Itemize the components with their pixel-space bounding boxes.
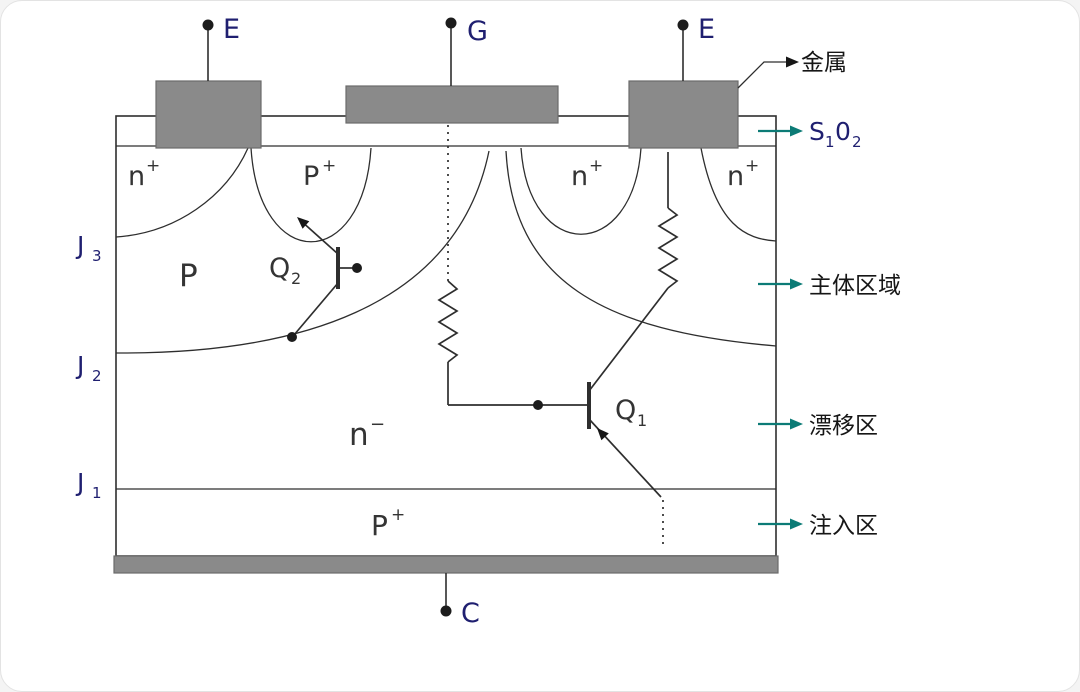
gate-label: G: [467, 16, 488, 47]
parasitic-network: [287, 125, 679, 548]
emitter-left-terminal-dot: [202, 19, 214, 31]
n-plus-center-label: n: [571, 161, 588, 192]
injection-region-annotation: 注入区: [809, 513, 878, 539]
gate-terminal-dot: [445, 17, 457, 29]
n-minus-drift-sup: −: [370, 414, 385, 435]
right-p-well-boundary: [505, 150, 777, 347]
metal-annotation: 金属: [801, 50, 847, 76]
drift-region-annotation: 漂移区: [809, 413, 878, 439]
labels: E G E C J 3 J 2 J 1 n + P + n + n + P n …: [75, 14, 759, 629]
junction-j2-label: J: [75, 351, 84, 380]
q1-label: Q: [615, 395, 636, 426]
drift-region-arrow-icon: [790, 418, 803, 430]
p-plus-injection-label: P: [371, 509, 388, 542]
metal-callout-line: [737, 61, 786, 89]
q1-emitter-arrowhead: [597, 428, 609, 441]
emitter-right-label: E: [698, 14, 715, 45]
q2-emitter-wire: [299, 219, 339, 255]
q2-label: Q: [269, 253, 290, 284]
junction-j2-sub: 2: [92, 367, 102, 385]
emitter-right-terminal-dot: [677, 19, 689, 31]
drift-resistor-symbol: [437, 280, 459, 363]
q2-sub: 2: [291, 269, 301, 288]
q1-collector-wire: [588, 287, 669, 392]
collector-metal: [113, 555, 779, 574]
metal-arrow-icon: [786, 56, 799, 68]
n-plus-left-label: n: [128, 161, 145, 192]
device-body: [115, 115, 777, 557]
p-plus-dome-boundary: [250, 147, 372, 243]
collector-label: C: [461, 598, 480, 629]
junction-j3-sub: 3: [92, 247, 102, 265]
body-resistor-symbol: [657, 207, 679, 289]
q1-sub: 1: [637, 411, 647, 430]
sio2-arrow-icon: [790, 125, 803, 137]
collector-terminal-dot: [440, 605, 452, 617]
q2-base-node-dot: [352, 263, 362, 273]
device-outline: [115, 115, 777, 557]
emitter-right-metal: [628, 80, 739, 149]
emitter-left-label: E: [223, 14, 240, 45]
junction-j3-label: J: [75, 231, 84, 260]
emitter-left-metal: [155, 80, 262, 149]
junction-j1-sub: 1: [92, 484, 102, 502]
q1-base-node-dot: [533, 400, 543, 410]
metal-contacts: [113, 80, 779, 574]
left-n-plus-boundary: [115, 147, 249, 238]
n-plus-center-sup: +: [589, 156, 603, 176]
body-region-annotation: 主体区域: [809, 273, 901, 299]
p-plus-top-sup: +: [322, 156, 336, 176]
sio2-annotation-o: 0: [835, 117, 851, 146]
p-plus-top-label: P: [303, 161, 319, 192]
right-n-plus-boundary: [520, 147, 642, 235]
q2-emitter-arrowhead: [297, 217, 310, 229]
injection-region-arrow-icon: [790, 518, 803, 530]
n-plus-corner-label: n: [727, 161, 744, 192]
junction-j1-label: J: [75, 468, 84, 497]
sio2-annotation-sub2: 2: [852, 133, 862, 151]
body-region-arrow-icon: [790, 278, 803, 290]
annotations: 金属 S 1 0 2 主体区域 漂移区 注入区: [737, 50, 901, 539]
q2-collector-wire: [293, 282, 339, 336]
sio2-annotation-s: S: [809, 117, 825, 146]
n-plus-corner-sup: +: [745, 156, 759, 176]
n-minus-drift-label: n: [349, 417, 369, 453]
terminal-leads: [202, 17, 689, 617]
p-plus-injection-sup: +: [391, 505, 405, 525]
n-plus-left-sup: +: [146, 156, 160, 176]
corner-n-plus-boundary: [700, 147, 777, 242]
p-body-label: P: [179, 258, 198, 294]
gate-metal: [345, 85, 559, 124]
left-p-well-boundary: [115, 150, 490, 354]
q2-collector-node-dot: [287, 332, 297, 342]
sio2-annotation-sub1: 1: [825, 133, 835, 151]
